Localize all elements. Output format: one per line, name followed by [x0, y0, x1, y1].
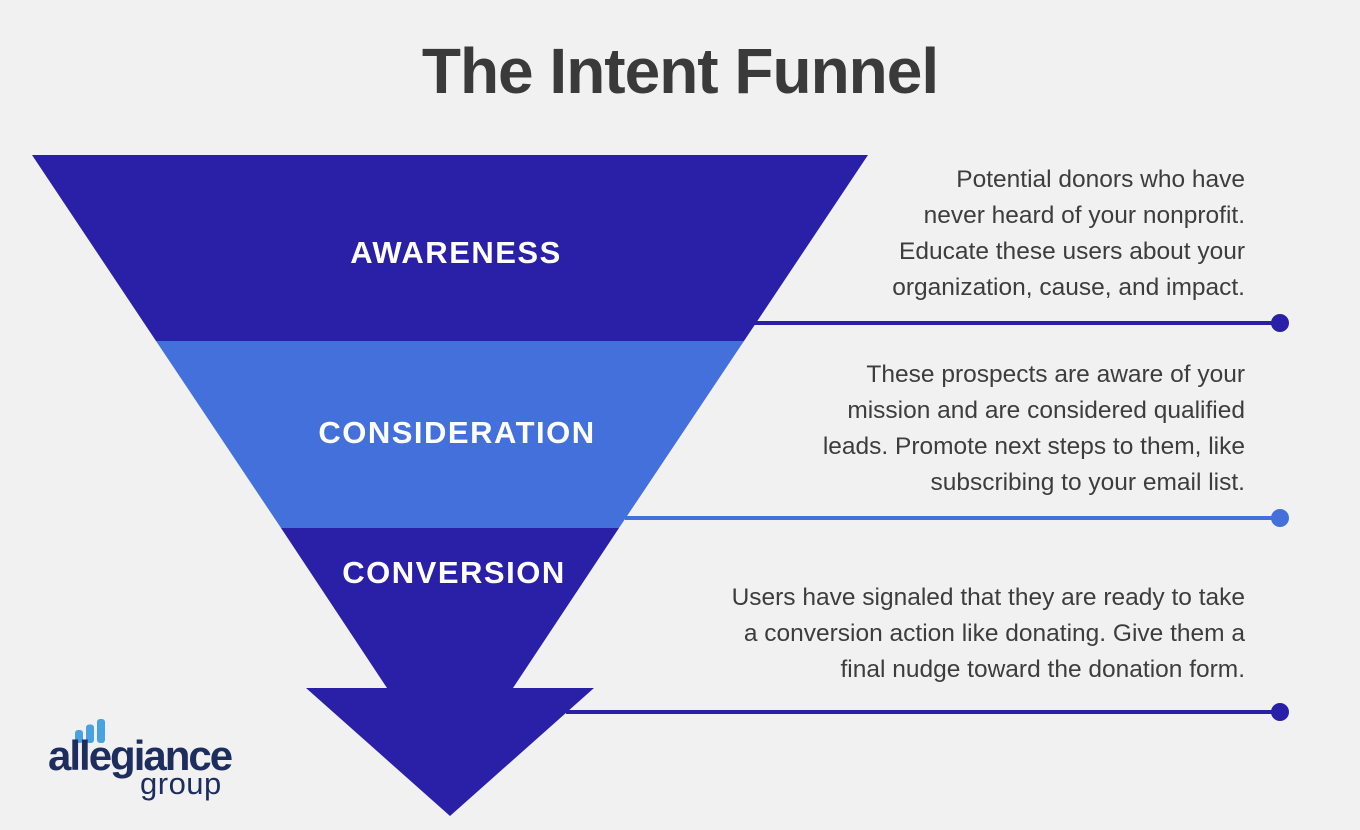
funnel-stage-awareness-shape [32, 155, 868, 341]
connector-dot-consideration [1271, 509, 1289, 527]
logo-bar-small [75, 730, 83, 743]
connector-line-conversion [566, 710, 1280, 714]
connector-line-awareness [754, 321, 1280, 325]
stage-description-consideration: These prospects are aware of your missio… [822, 361, 1245, 496]
funnel-label-awareness: AWARENESS [350, 235, 562, 270]
connector-line-consideration [625, 516, 1280, 520]
allegiance-group-logo: allegiance group [48, 708, 278, 808]
stage-description-conversion: Users have signaled that they are ready … [731, 584, 1245, 683]
page-title: The Intent Funnel [421, 35, 939, 107]
logo-wordmark: allegiance [48, 732, 233, 779]
logo-bar-large [97, 719, 105, 743]
connector-dot-conversion [1271, 703, 1289, 721]
stage-description-awareness: Potential donors who have never heard of… [892, 166, 1245, 301]
funnel-label-consideration: CONSIDERATION [318, 415, 596, 450]
logo-bar-medium [86, 724, 94, 743]
funnel-stage-consideration-shape [156, 341, 744, 528]
funnel-stage-conversion-arrow-shape [281, 528, 619, 816]
logo-wordmark-suffix: group [140, 766, 222, 801]
funnel-label-conversion: CONVERSION [342, 555, 566, 590]
logo-bar-chart-icon [75, 719, 105, 743]
connector-dot-awareness [1271, 314, 1289, 332]
